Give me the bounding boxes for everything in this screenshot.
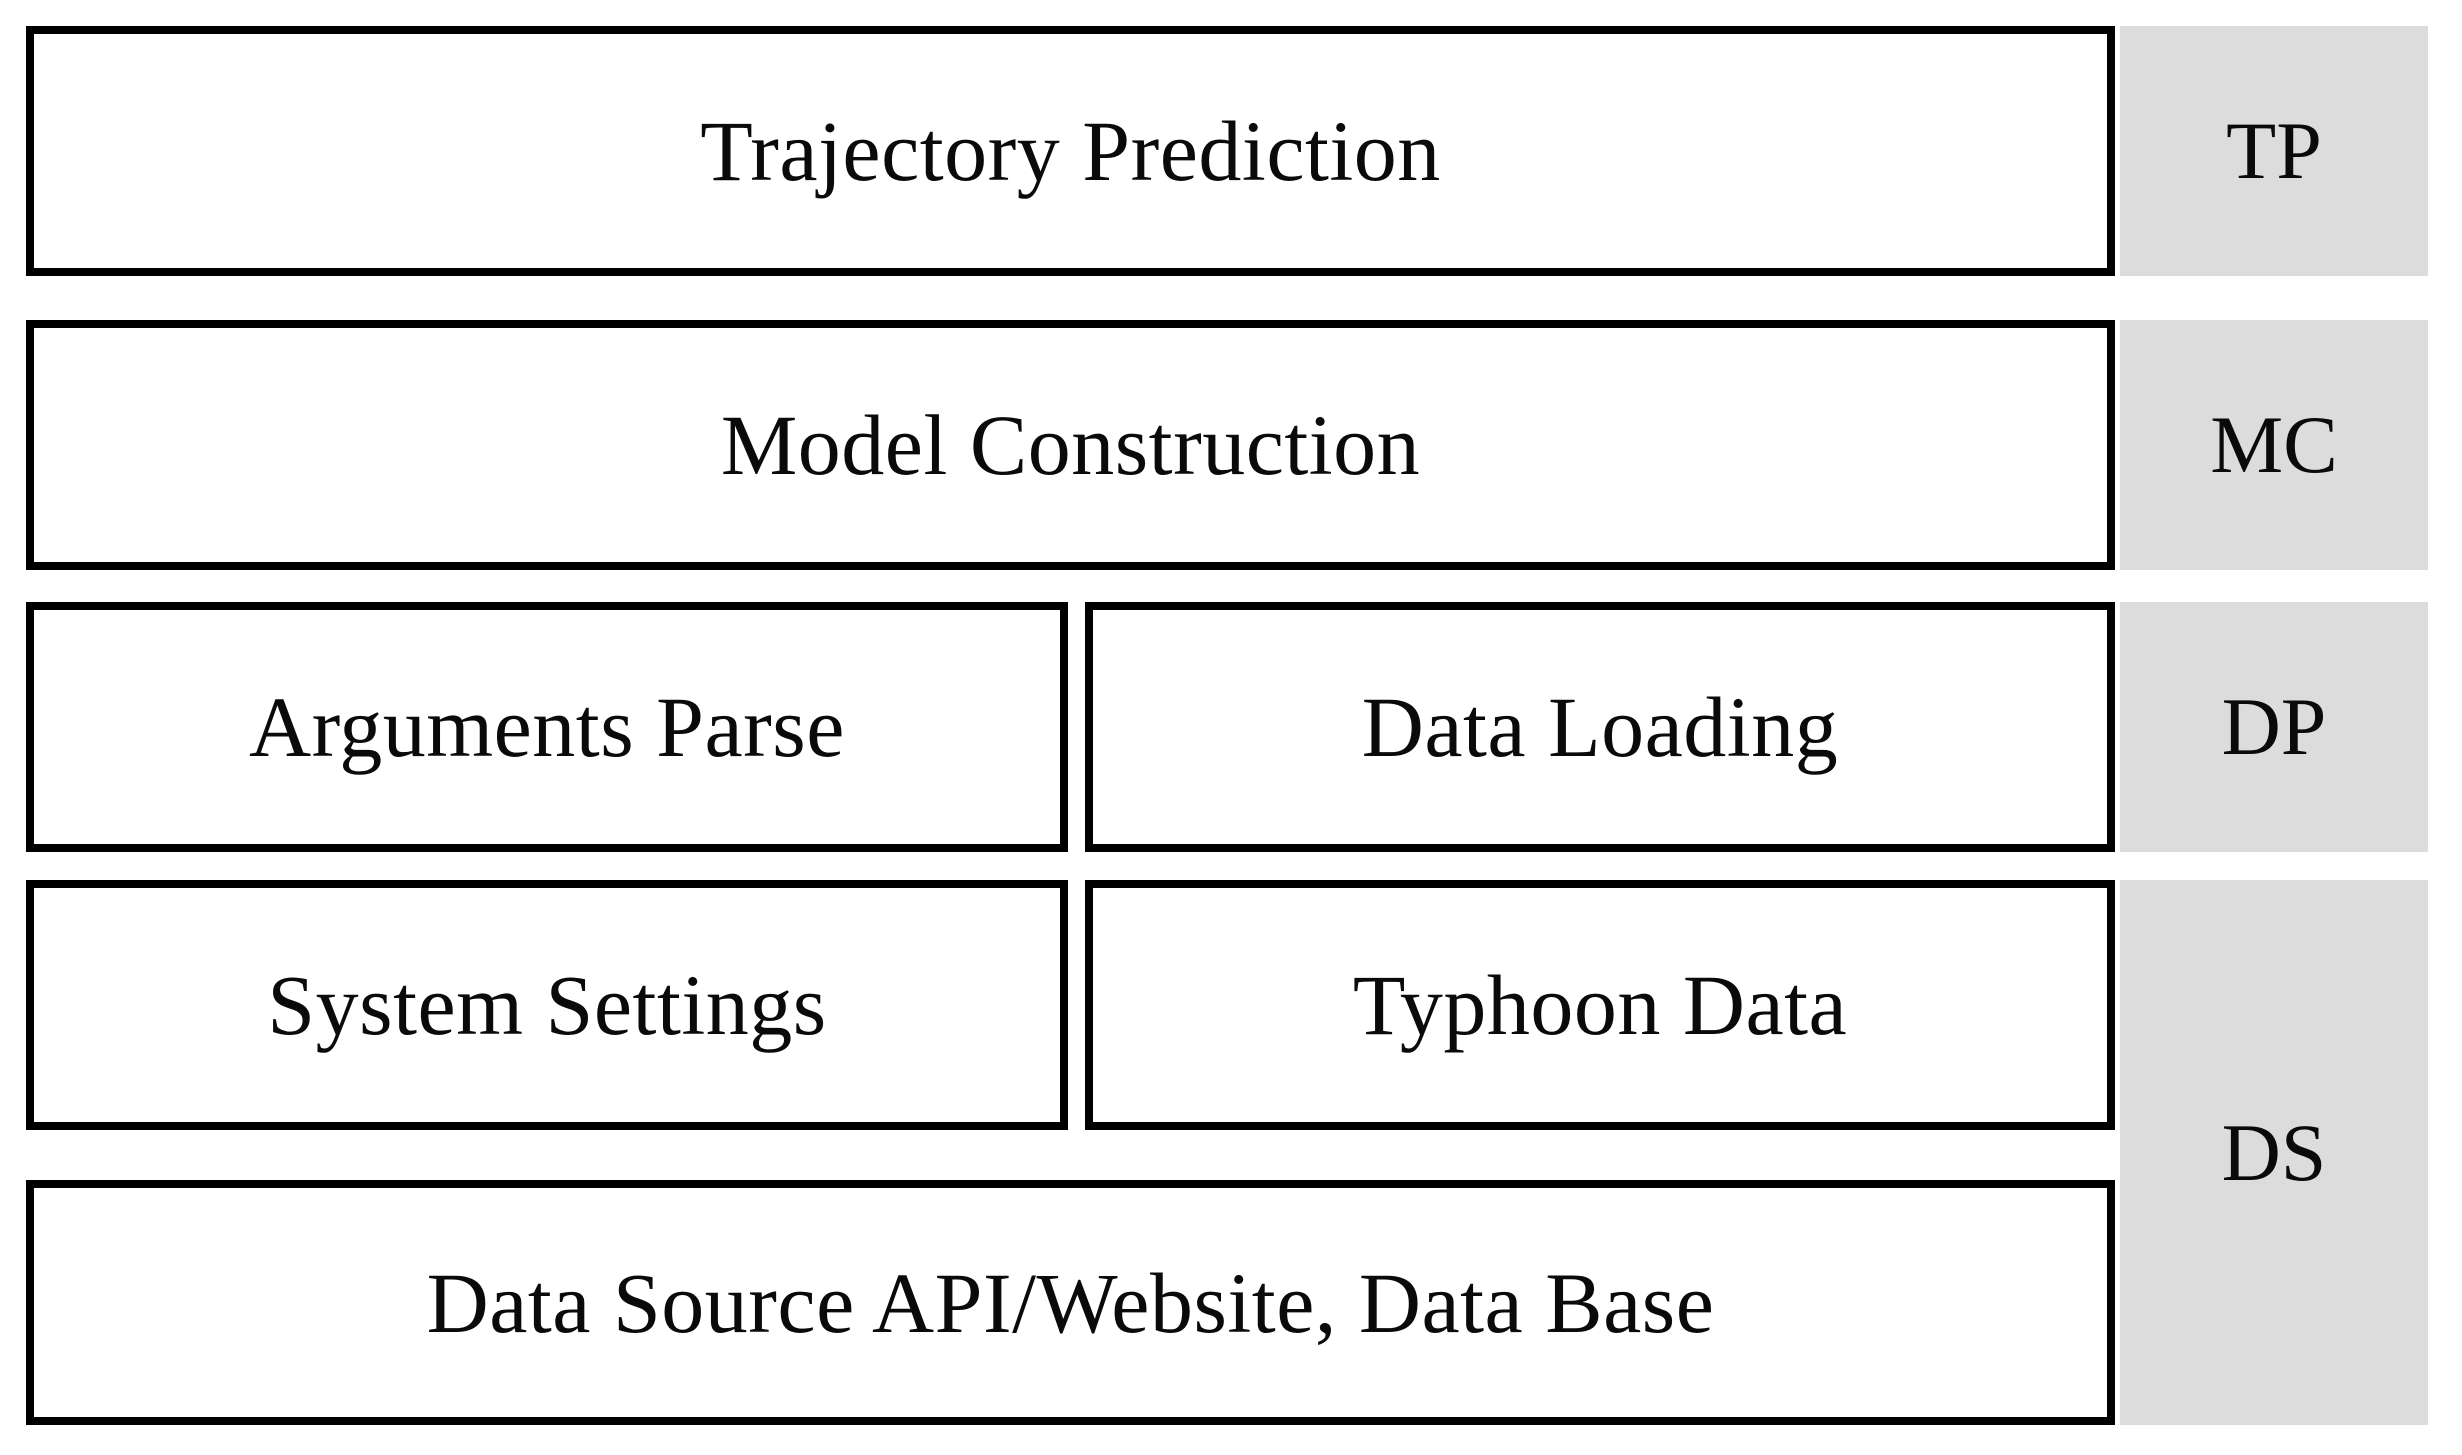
block-label-trajectory-prediction: Trajectory Prediction: [700, 103, 1441, 199]
layer-tag-label-ds: DS: [2221, 1106, 2327, 1198]
block-label-data-source-api: Data Source API/Website, Data Base: [426, 1254, 1715, 1351]
block-system-settings: System Settings: [26, 880, 1068, 1130]
block-label-system-settings: System Settings: [267, 957, 827, 1053]
block-typhoon-data: Typhoon Data: [1085, 880, 2115, 1130]
layer-tag-label-tp: TP: [2226, 105, 2322, 196]
block-model-construction: Model Construction: [26, 320, 2115, 570]
block-label-model-construction: Model Construction: [720, 397, 1421, 493]
block-arguments-parse: Arguments Parse: [26, 602, 1068, 852]
layer-tag-tp: TP: [2120, 26, 2428, 276]
layer-tag-dp: DP: [2120, 602, 2428, 852]
layer-tag-label-dp: DP: [2221, 681, 2327, 772]
layer-tag-label-mc: MC: [2210, 399, 2338, 490]
block-label-typhoon-data: Typhoon Data: [1352, 957, 1848, 1053]
layer-tag-ds: DS: [2120, 880, 2428, 1425]
layer-tag-mc: MC: [2120, 320, 2428, 570]
block-label-arguments-parse: Arguments Parse: [249, 679, 845, 775]
block-label-data-loading: Data Loading: [1361, 679, 1839, 775]
block-data-source-api: Data Source API/Website, Data Base: [26, 1180, 2115, 1425]
block-data-loading: Data Loading: [1085, 602, 2115, 852]
block-trajectory-prediction: Trajectory Prediction: [26, 26, 2115, 276]
